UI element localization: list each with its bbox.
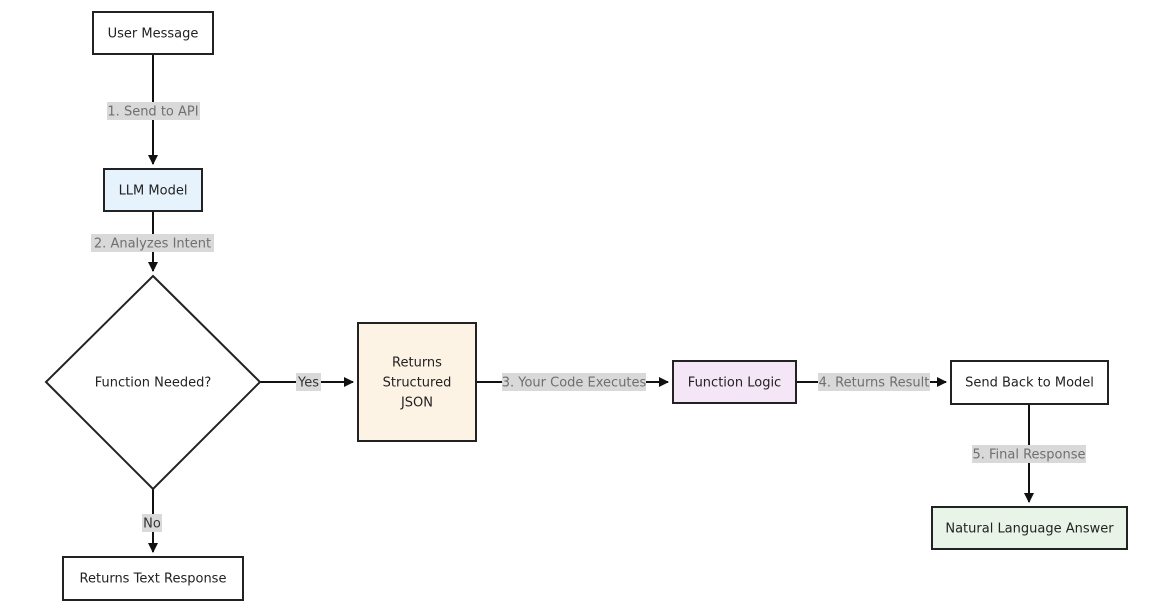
- edge-label-code-executes: 3. Your Code Executes: [502, 373, 647, 391]
- node-send-back-to-model: Send Back to Model: [950, 360, 1109, 405]
- svg-text:4. Returns Result: 4. Returns Result: [819, 376, 930, 391]
- node-natural-language-answer: Natural Language Answer: [931, 506, 1128, 550]
- edge-label-returns-result: 4. Returns Result: [818, 373, 930, 391]
- node-llm-model: LLM Model: [103, 168, 203, 212]
- edge-label-send-to-api: 1. Send to API: [107, 102, 200, 120]
- svg-text:Yes: Yes: [297, 376, 319, 391]
- svg-text:Function Needed?: Function Needed?: [95, 376, 212, 391]
- svg-text:LLM Model: LLM Model: [119, 184, 188, 199]
- node-returns-text-response: Returns Text Response: [62, 556, 244, 601]
- svg-text:User Message: User Message: [108, 27, 199, 42]
- svg-text:3. Your Code Executes: 3. Your Code Executes: [502, 376, 647, 391]
- svg-text:No: No: [143, 517, 161, 532]
- svg-text:Returns Text Response: Returns Text Response: [80, 572, 227, 587]
- svg-text:Structured: Structured: [383, 376, 452, 391]
- svg-text:Function Logic: Function Logic: [688, 376, 781, 391]
- svg-text:5. Final Response: 5. Final Response: [972, 448, 1085, 463]
- edge-label-analyzes-intent: 2. Analyzes Intent: [91, 234, 214, 252]
- svg-text:2. Analyzes Intent: 2. Analyzes Intent: [94, 237, 211, 252]
- svg-text:Natural Language Answer: Natural Language Answer: [945, 522, 1114, 537]
- edge-label-no: No: [142, 514, 162, 532]
- node-user-message: User Message: [92, 11, 214, 55]
- svg-text:Returns: Returns: [392, 356, 442, 371]
- node-function-logic: Function Logic: [672, 360, 797, 404]
- edge-label-final-response: 5. Final Response: [972, 445, 1086, 463]
- svg-text:JSON: JSON: [400, 396, 433, 411]
- node-function-needed-decision: Function Needed?: [44, 274, 262, 491]
- svg-text:1. Send to API: 1. Send to API: [107, 105, 198, 120]
- node-returns-structured-json: Returns Structured JSON: [357, 322, 477, 442]
- svg-text:Send Back to Model: Send Back to Model: [965, 376, 1094, 391]
- edge-label-yes: Yes: [296, 373, 321, 391]
